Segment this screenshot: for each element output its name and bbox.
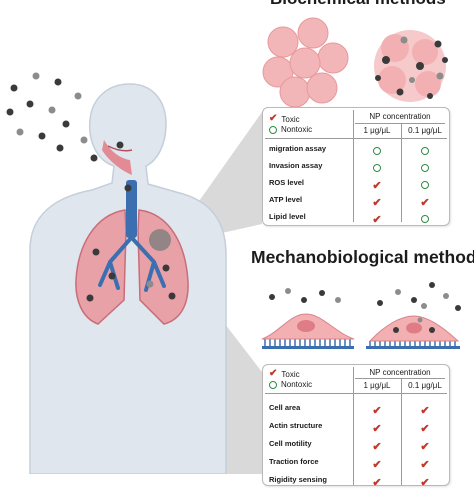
- legend-toxic-label: Toxic: [281, 114, 300, 124]
- row-label: Actin structure: [269, 421, 323, 430]
- circle-icon: [269, 125, 277, 134]
- row-label: Cell area: [269, 403, 301, 412]
- cell-cluster-exposed: [374, 30, 448, 102]
- col-1-header: 1 μg/μL: [363, 126, 391, 135]
- circle-icon: [370, 142, 384, 160]
- row-label: Invasion assay: [269, 161, 323, 170]
- circle-icon: [370, 159, 384, 177]
- legend-nontoxic-label: Nontoxic: [281, 380, 313, 389]
- cell-cluster-healthy: [262, 17, 349, 108]
- check-icon: ✔: [372, 180, 382, 192]
- check-icon: ✔: [372, 441, 382, 453]
- col-1-header: 1 μg/μL: [363, 381, 391, 390]
- legend-toxic: ✔ Toxic: [269, 369, 300, 379]
- check-icon: ✔: [420, 441, 430, 453]
- legend-nontoxic: Nontoxic: [269, 380, 312, 389]
- np-concentration-header: NP concentration: [369, 368, 431, 377]
- circle-icon: [418, 159, 432, 177]
- illustration: [6, 17, 461, 474]
- circle-icon: [418, 210, 432, 228]
- circle-icon: [269, 380, 277, 389]
- check-icon: ✔: [420, 477, 430, 489]
- inhaled-particles: [6, 72, 176, 302]
- np-concentration-header: NP concentration: [369, 112, 431, 121]
- mechanobiological-results-table: ✔ Toxic Nontoxic NP concentration 1 μg/μ…: [262, 364, 450, 489]
- substrate-cell-control: [261, 288, 355, 349]
- legend-toxic-label: Toxic: [281, 369, 300, 379]
- circle-icon: [418, 176, 432, 194]
- check-icon: ✔: [372, 423, 382, 435]
- biochemical-results-table: ✔ Toxic Nontoxic NP concentration 1 μg/μ…: [262, 107, 450, 226]
- check-icon: ✔: [372, 477, 382, 489]
- legend-toxic: ✔ Toxic: [269, 114, 300, 124]
- row-label: Lipid level: [269, 212, 306, 221]
- substrate-cell-exposed: [366, 282, 461, 349]
- check-icon: ✔: [420, 459, 430, 471]
- row-label: Traction force: [269, 457, 319, 466]
- check-icon: ✔: [372, 214, 382, 226]
- mechanobiological-methods-title: Mechanobiological methods: [251, 247, 474, 267]
- row-label: Cell motility: [269, 439, 312, 448]
- check-icon: ✔: [372, 197, 382, 209]
- human-body: [29, 83, 227, 474]
- legend-nontoxic-label: Nontoxic: [281, 125, 313, 134]
- row-label: Rigidity sensing: [269, 475, 327, 484]
- biochemical-methods-title: Biochemical methods: [270, 0, 446, 9]
- check-icon: ✔: [269, 368, 278, 379]
- col-2-header: 0.1 μg/μL: [408, 126, 442, 135]
- col-2-header: 0.1 μg/μL: [408, 381, 442, 390]
- check-icon: ✔: [420, 423, 430, 435]
- legend-nontoxic: Nontoxic: [269, 125, 312, 134]
- row-label: ATP level: [269, 195, 303, 204]
- row-label: ROS level: [269, 178, 305, 187]
- check-icon: ✔: [420, 405, 430, 417]
- check-icon: ✔: [372, 459, 382, 471]
- row-label: migration assay: [269, 144, 327, 153]
- circle-icon: [418, 142, 432, 160]
- check-icon: ✔: [372, 405, 382, 417]
- check-icon: ✔: [269, 113, 278, 124]
- check-icon: ✔: [420, 197, 430, 209]
